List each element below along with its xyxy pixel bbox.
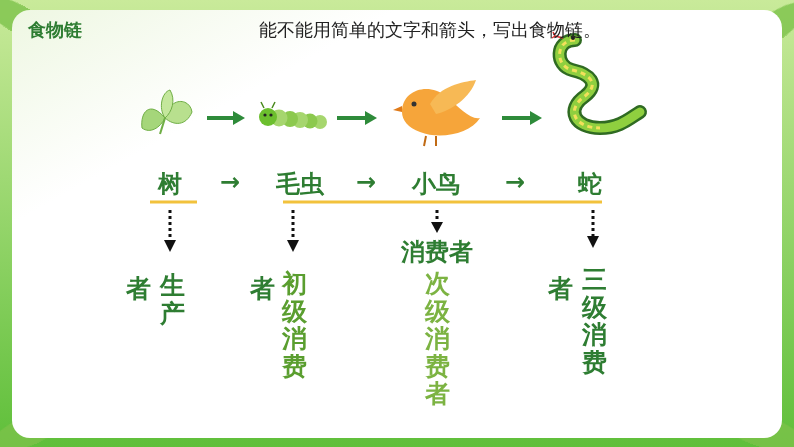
role-suffix: 者 xyxy=(250,272,275,305)
role-label: 三级消费 xyxy=(582,266,607,376)
slide-title: 能不能用简单的文字和箭头，写出食物链。 xyxy=(259,18,601,42)
arrow-glyph: → xyxy=(505,168,525,196)
corner-title: 食物链 xyxy=(28,18,82,42)
role-label: 消费者 xyxy=(401,236,473,268)
arrow-glyph: → xyxy=(220,168,240,196)
snake-icon xyxy=(552,32,640,128)
role-label: 次级消费者 xyxy=(425,270,450,408)
organism-name: 蛇 xyxy=(578,168,602,200)
leaf-icon xyxy=(142,90,192,134)
arrow-glyph: → xyxy=(356,168,376,196)
underline-bars xyxy=(150,201,602,204)
icon-arrows xyxy=(207,111,542,125)
bird-icon xyxy=(393,80,480,146)
organism-name: 树 xyxy=(158,168,182,200)
dotted-arrows xyxy=(164,210,599,252)
role-label: 生产 xyxy=(160,272,185,327)
role-label: 初级消费 xyxy=(282,270,307,380)
role-suffix: 者 xyxy=(126,272,151,305)
organism-name: 小鸟 xyxy=(412,168,460,200)
role-suffix: 者 xyxy=(548,272,573,305)
organism-name: 毛虫 xyxy=(276,168,324,200)
caterpillar-icon xyxy=(259,102,327,129)
